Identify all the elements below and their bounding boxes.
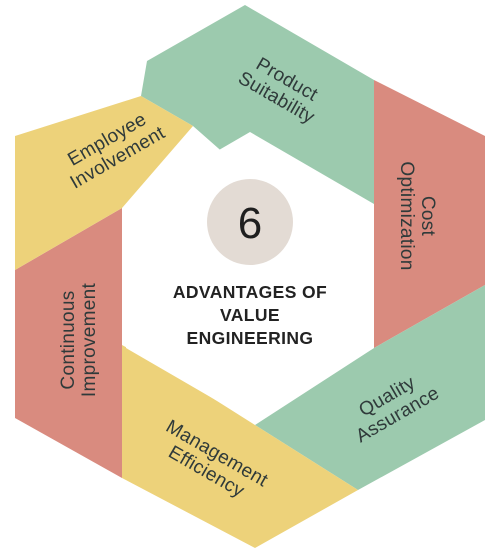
segment-quality-assurance bbox=[255, 285, 485, 490]
label-optimization: Optimization bbox=[396, 161, 417, 270]
label-continuous: Continuous bbox=[58, 290, 79, 389]
center-title-line-3: ENGINEERING bbox=[187, 328, 314, 348]
center-title-line-1: ADVANTAGES OF bbox=[173, 282, 327, 302]
label-improvement: Improvement bbox=[79, 282, 100, 397]
label-cost: Cost bbox=[417, 196, 438, 237]
center-number: 6 bbox=[238, 199, 262, 248]
inner-hexagon bbox=[126, 132, 374, 420]
segment-cost-optimization bbox=[374, 80, 485, 348]
segment-employee-involvement bbox=[15, 96, 193, 270]
center-title-line-2: VALUE bbox=[220, 305, 280, 325]
segment-management-efficiency bbox=[122, 345, 358, 548]
segment-continuous-improvement bbox=[15, 208, 122, 478]
label-continuous-improvement: Continuous Improvement bbox=[58, 282, 100, 397]
center-circle bbox=[207, 179, 293, 265]
label-cost-optimization: Cost Optimization bbox=[396, 161, 438, 270]
